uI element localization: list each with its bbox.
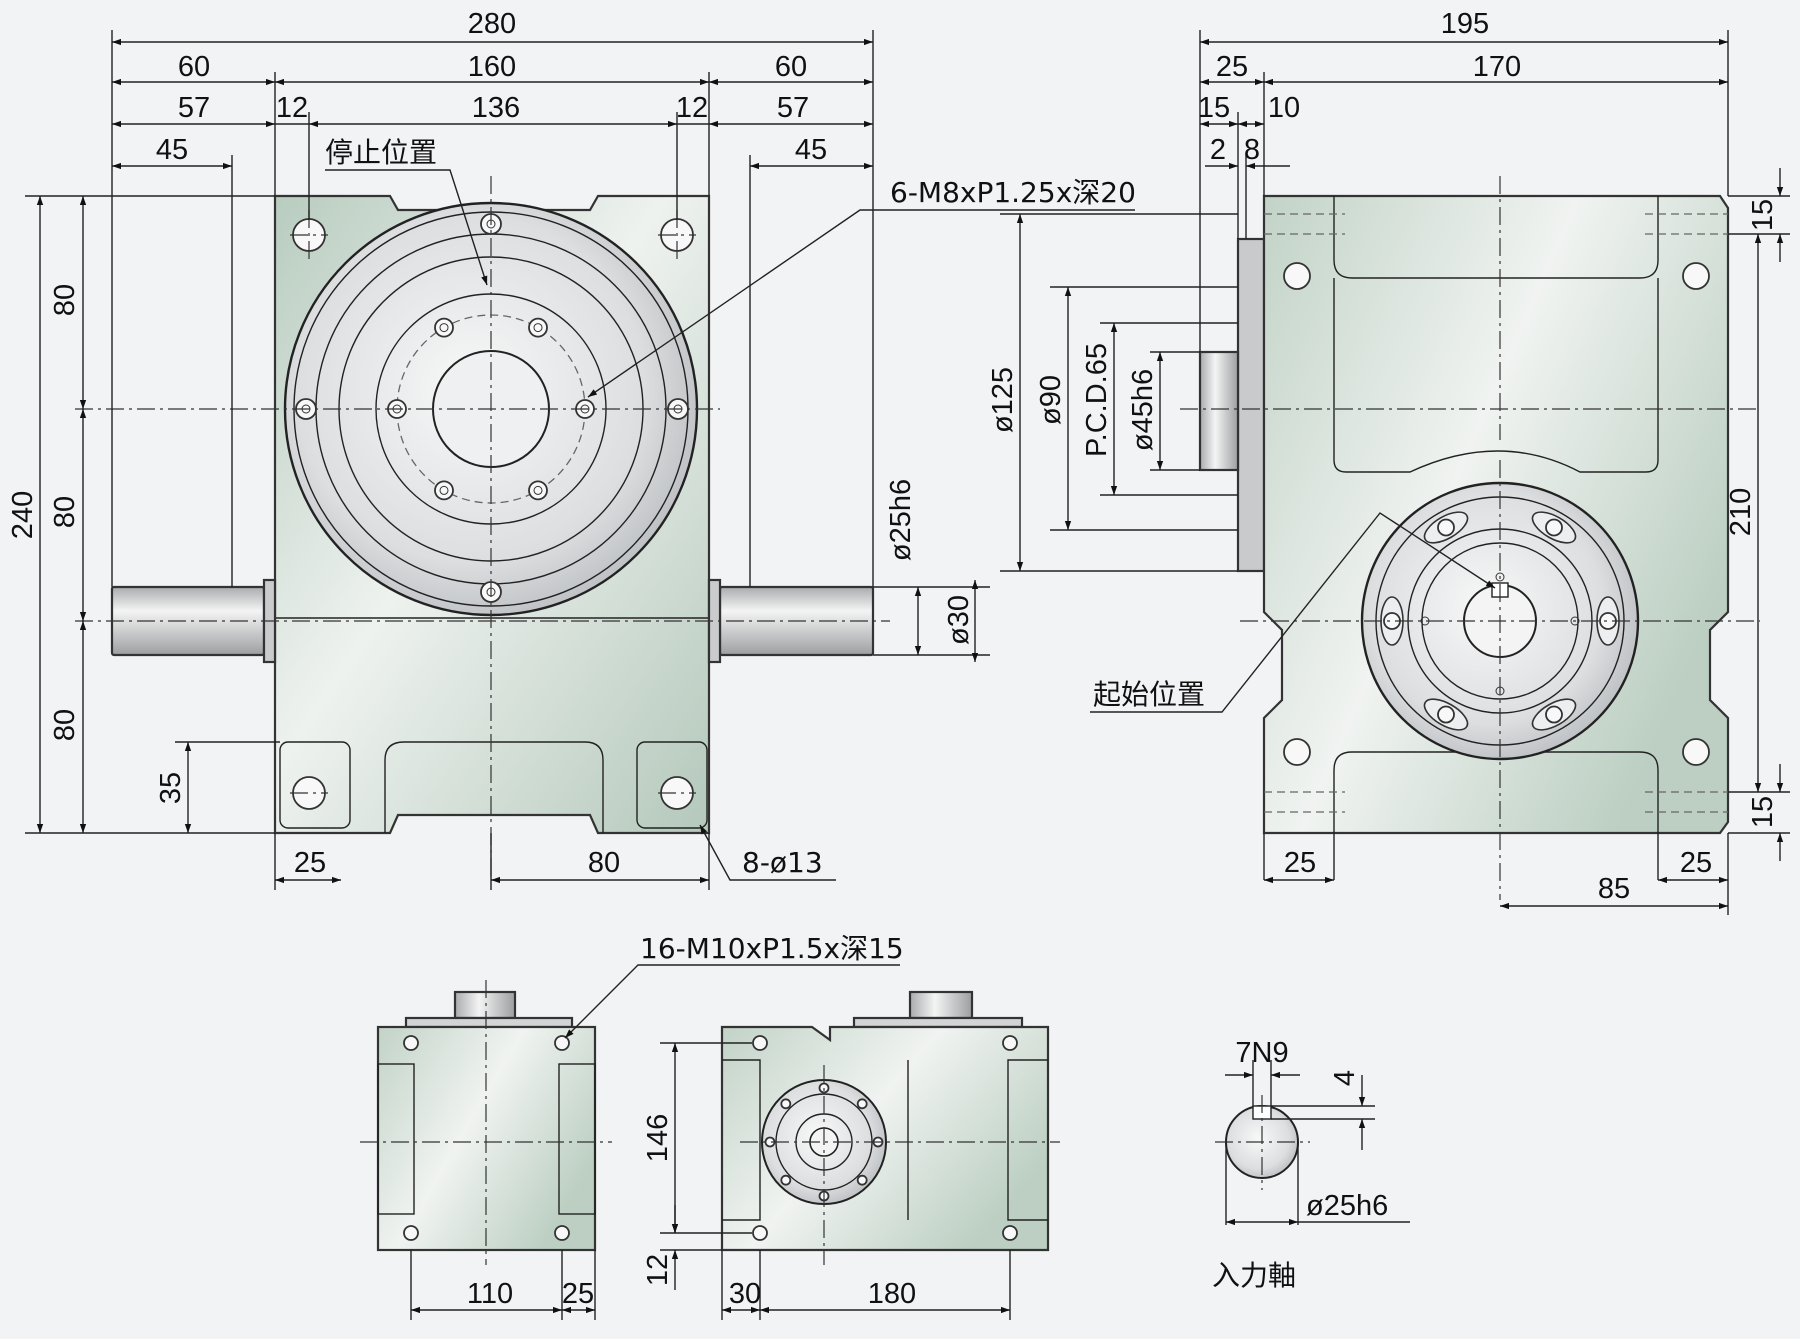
- dim-10-side: 10: [1268, 92, 1300, 124]
- front-dimensions: 280 60 160 60 57 12 136 12 57 45 45 240: [7, 8, 979, 884]
- dim-146: 146: [642, 1114, 674, 1162]
- dim-110: 110: [467, 1278, 513, 1310]
- dim-210: 210: [1725, 488, 1757, 536]
- dim-12-right: 12: [676, 92, 708, 124]
- shaft-dia-detail: ø25h6: [1306, 1190, 1388, 1222]
- input-shaft-title: 入力軸: [1212, 1259, 1296, 1292]
- dim-60-left: 60: [178, 51, 210, 83]
- bottom-left-holes: [403, 1035, 570, 1241]
- front-notes: 停止位置 6-M8xP1.25x深20 8-ø13: [325, 136, 1136, 881]
- thread-note-m10: 16-M10xP1.5x深15: [640, 932, 904, 965]
- dim-shaft-dia-30: ø30: [943, 595, 975, 645]
- dim-57-left: 57: [178, 92, 210, 124]
- dim-30-bottom-view: 30: [729, 1278, 761, 1310]
- bottom-dimensions: 110 25 146 12 30 180: [411, 1043, 1010, 1314]
- disc-slots: [1380, 511, 1620, 731]
- dim-25-bottom: 25: [294, 847, 326, 879]
- dim-45-right: 45: [795, 134, 827, 166]
- dim-12-bottom-view: 12: [642, 1254, 674, 1286]
- front-view: 280 60 160 60 57 12 136 12 57 45 45 240: [7, 8, 1136, 890]
- dim-85: 85: [1598, 873, 1630, 905]
- dim-80-bottom: 80: [588, 847, 620, 879]
- dim-15-right-bottom: 15: [1747, 796, 1779, 828]
- dim-25-side: 25: [1216, 51, 1248, 83]
- dim-15-right-top: 15: [1747, 199, 1779, 231]
- dim-136: 136: [472, 92, 520, 124]
- stop-position-label: 停止位置: [325, 136, 437, 169]
- side-view: 195 25 170 15 10 2 8 ø125 ø90 P.C.D.65 ø…: [987, 8, 1790, 915]
- side-dimensions: 195 25 170 15 10 2 8 ø125 ø90 P.C.D.65 ø…: [987, 8, 1784, 910]
- dim-57-right: 57: [777, 92, 809, 124]
- start-position-label: 起始位置: [1093, 678, 1205, 711]
- dim-160: 160: [468, 51, 516, 83]
- dim-45-left: 45: [156, 134, 188, 166]
- dim-170: 170: [1473, 51, 1521, 83]
- hole-note-13: 8-ø13: [742, 846, 823, 879]
- dim-195: 195: [1441, 8, 1489, 40]
- dim-15-side: 15: [1198, 92, 1230, 124]
- side-mounting-holes: [1283, 262, 1710, 766]
- dim-2-side: 2: [1210, 134, 1226, 166]
- bottom-views: 110 25 146 12 30 180 16-M10xP1.5x深15: [360, 932, 1060, 1320]
- dim-80-middle: 80: [49, 496, 81, 528]
- dim-25-bottom-view: 25: [562, 1278, 594, 1310]
- dim-8-side: 8: [1244, 134, 1260, 166]
- dim-pcd-65: P.C.D.65: [1081, 343, 1113, 457]
- dim-35: 35: [155, 772, 187, 804]
- dim-80-lower: 80: [49, 709, 81, 741]
- input-shaft-detail: 7N9 4 ø25h6 入力軸: [1212, 1037, 1410, 1292]
- table-outer-holes: [295, 213, 689, 603]
- dim-25-side-bottom-left: 25: [1284, 847, 1316, 879]
- key-depth-4: 4: [1329, 1070, 1361, 1086]
- dim-280: 280: [468, 8, 516, 40]
- dim-80-upper: 80: [49, 284, 81, 316]
- dim-12-left: 12: [276, 92, 308, 124]
- key-width-7n9: 7N9: [1235, 1037, 1288, 1069]
- dim-180: 180: [868, 1278, 916, 1310]
- bottom-right-holes: [752, 1035, 1018, 1241]
- dim-dia-125: ø125: [987, 367, 1019, 433]
- dim-dia-45: ø45h6: [1127, 369, 1159, 451]
- dim-shaft-dia-25: ø25h6: [885, 479, 917, 561]
- dim-25-side-bottom-right: 25: [1680, 847, 1712, 879]
- dim-dia-90: ø90: [1035, 375, 1067, 425]
- thread-note-m8: 6-M8xP1.25x深20: [890, 176, 1136, 209]
- dim-240: 240: [7, 491, 39, 539]
- dim-60-right: 60: [775, 51, 807, 83]
